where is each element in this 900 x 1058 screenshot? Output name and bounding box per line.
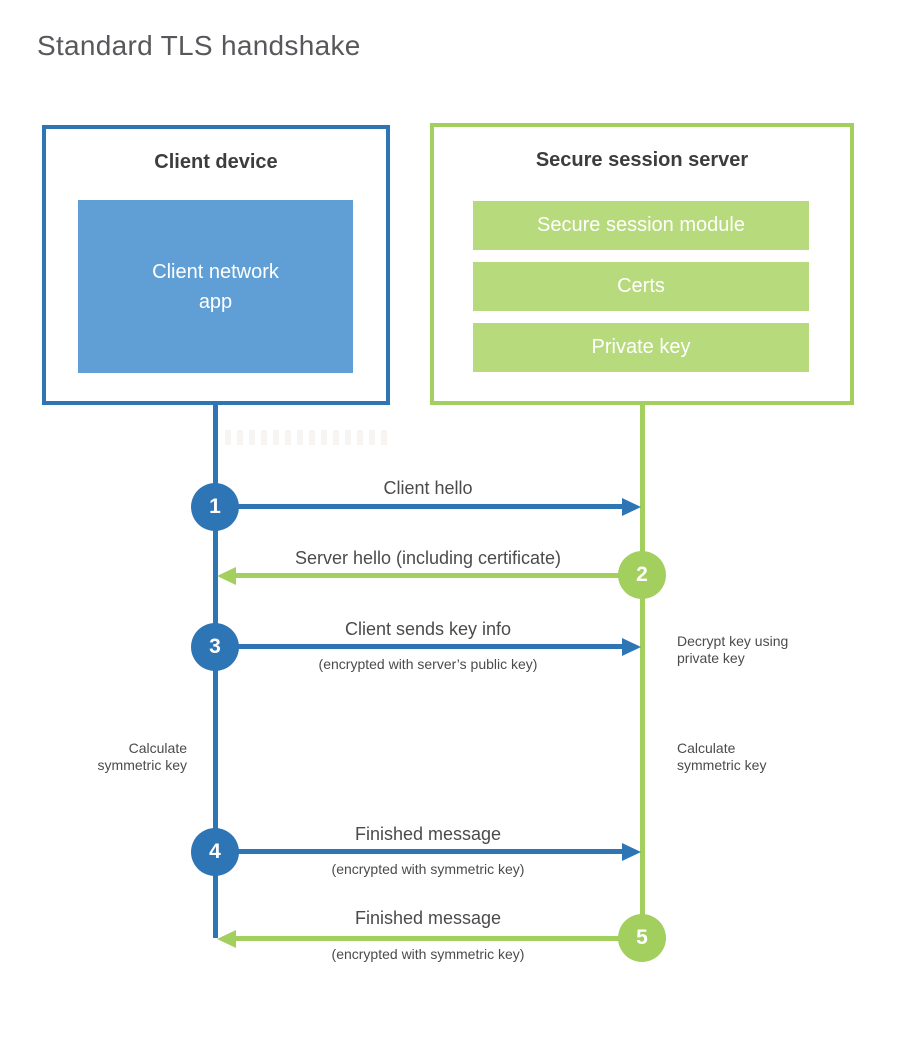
step-3-key-info-arrow (215, 637, 641, 656)
module-secure-session: Secure session module (473, 201, 809, 250)
client-network-app-box: Client network app (78, 200, 353, 373)
page-title: Standard TLS handshake (37, 30, 361, 61)
module-private-key: Private key (473, 323, 809, 372)
step-3-sublabel: (encrypted with server’s public key) (318, 656, 538, 672)
step-4-label: Finished message (354, 824, 502, 844)
module-secure-session-label: Secure session module (537, 214, 745, 236)
step-4-badge: 4 (191, 828, 239, 876)
step-5-finished-message-arrow (217, 929, 642, 948)
client-network-app-label: Client network app (152, 260, 279, 313)
arrowhead-left-icon (217, 566, 236, 585)
step-1-label: Client hello (383, 478, 473, 498)
step-4-sublabel: (encrypted with symmetric key) (331, 861, 525, 877)
annotation-calculate-symmetric-server: Calculate symmetric key (677, 740, 767, 773)
step-2-server-hello-arrow (217, 566, 642, 585)
step-5-badge: 5 (618, 914, 666, 962)
step-1-badge: 1 (191, 483, 239, 531)
arrowhead-left-icon (217, 929, 236, 948)
step-5-label: Finished message (354, 908, 502, 928)
arrowhead-right-icon (622, 497, 641, 516)
server-modules-list: Secure session module Certs Private key (473, 201, 809, 372)
step-5-sublabel: (encrypted with symmetric key) (331, 946, 525, 962)
secure-session-server-box: Secure session server Secure session mod… (430, 123, 854, 405)
arrowhead-right-icon (622, 842, 641, 861)
server-lifeline (640, 405, 645, 938)
secure-session-server-title: Secure session server (535, 149, 749, 171)
module-certs-label: Certs (617, 275, 665, 297)
faint-dash-artifact (225, 430, 388, 445)
client-device-box: Client device Client network app (42, 125, 390, 405)
step-1-client-hello-arrow (215, 497, 641, 516)
annotation-decrypt-key: Decrypt key using private key (677, 633, 789, 666)
step-3-badge: 3 (191, 623, 239, 671)
module-certs: Certs (473, 262, 809, 311)
module-private-key-label: Private key (591, 336, 691, 358)
step-2-badge: 2 (618, 551, 666, 599)
arrowhead-right-icon (622, 637, 641, 656)
step-3-label: Client sends key info (344, 619, 512, 639)
annotation-calculate-symmetric-client: Calculate symmetric key (97, 740, 187, 773)
step-2-label: Server hello (including certificate) (294, 548, 562, 568)
client-device-title: Client device (154, 151, 278, 173)
step-4-finished-message-arrow (215, 842, 641, 861)
